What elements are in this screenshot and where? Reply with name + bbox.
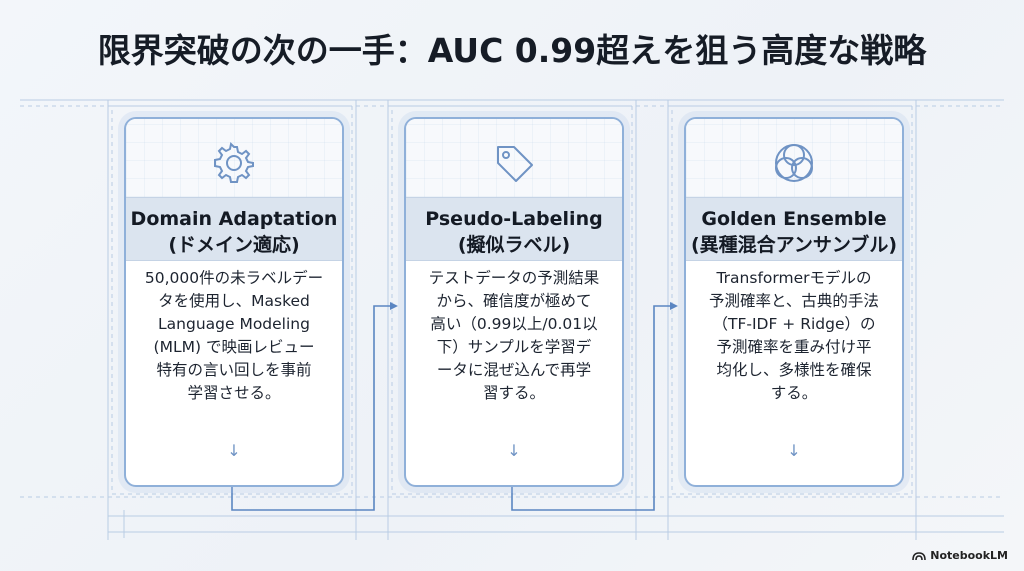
card-illustration [126,119,342,197]
card-heading: Domain Adaptation (ドメイン適応) [126,197,342,261]
body-line: 学習させる。 [187,384,281,402]
brand-watermark: NotebookLM [912,549,1008,562]
body-line: 習する。 [482,384,545,402]
card-heading-ja: (異種混合アンサンブル) [690,234,898,256]
brand-label: NotebookLM [930,549,1008,562]
card-golden-ensemble: Golden Ensemble (異種混合アンサンブル) Transformer… [684,117,904,487]
body-line: から、確信度が極めて [436,292,592,310]
card-illustration [686,119,902,197]
card-pseudo-labeling: Pseudo-Labeling (擬似ラベル) テストデータの予測結果 から、確… [404,117,624,487]
body-line: 特有の言い回しを事前 [156,361,312,379]
body-line: (MLM) で映画レビュー [153,338,315,356]
card-heading-en: Golden Ensemble [701,208,887,230]
connector-2 [511,305,672,511]
card-heading-ja: (ドメイン適応) [168,234,300,256]
card-illustration [406,119,622,197]
body-line: ータに混ぜ込んで再学 [436,361,592,379]
body-line: 高い（0.99以上/0.01以 [430,315,598,333]
body-line: 予測確率と、古典的手法 [709,292,879,310]
body-line: 均化し、多様性を確保 [716,361,872,379]
body-line: テストデータの予測結果 [428,269,600,287]
down-arrow-icon: ↓ [507,441,521,460]
body-line: Transformerモデルの [716,269,872,287]
body-line: （TF-IDF + Ridge）の [712,315,876,333]
body-line: 50,000件の未ラベルデー [144,269,324,287]
card-body: 50,000件の未ラベルデー タを使用し、Masked Language Mod… [136,267,332,405]
card-heading-en: Domain Adaptation [130,208,338,230]
card-heading: Golden Ensemble (異種混合アンサンブル) [686,197,902,261]
card-body: テストデータの予測結果 から、確信度が極めて 高い（0.99以上/0.01以 下… [416,267,612,405]
body-line: タを使用し、Masked [158,292,310,310]
card-heading-ja: (擬似ラベル) [457,234,571,256]
page-title: 限界突破の次の一手：AUC 0.99超えを狙う高度な戦略 [97,31,927,70]
notebooklm-logo-icon [912,551,927,560]
card-body: Transformerモデルの 予測確率と、古典的手法 （TF-IDF + Ri… [696,267,892,405]
card-heading: Pseudo-Labeling (擬似ラベル) [406,197,622,261]
connector-arrow-1 [390,302,398,310]
card-heading-en: Pseudo-Labeling [425,208,603,230]
tag-icon [497,146,533,182]
venn-icon [775,144,813,182]
body-line: Language Modeling [158,315,310,333]
connector-arrow-2 [670,302,678,310]
body-line: する。 [770,384,818,402]
down-arrow-icon: ↓ [227,441,241,460]
connector-1 [231,305,392,511]
body-line: 下）サンプルを学習デ [436,338,592,356]
gear-icon [214,141,254,183]
body-line: 予測確率を重み付け平 [716,338,872,356]
down-arrow-icon: ↓ [787,441,801,460]
card-domain-adaptation: Domain Adaptation (ドメイン適応) 50,000件の未ラベルデ… [124,117,344,487]
